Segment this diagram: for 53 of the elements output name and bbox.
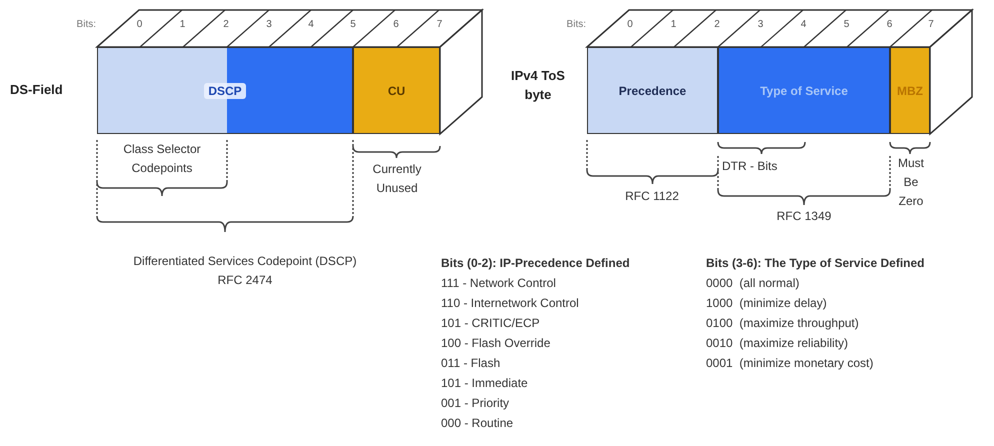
field-name: DSCP bbox=[204, 82, 246, 98]
bits-caption: Bits: bbox=[566, 18, 586, 32]
list-item: 1000 (minimize delay) bbox=[706, 295, 828, 312]
bit-field-segment bbox=[890, 47, 930, 134]
field-name: MBZ bbox=[897, 84, 923, 98]
bit-number: 7 bbox=[436, 18, 444, 32]
bit-number: 5 bbox=[349, 18, 357, 32]
bits-caption: Bits: bbox=[76, 18, 96, 32]
list-item: 0010 (maximize reliability) bbox=[706, 335, 850, 352]
list-item: 001 - Priority bbox=[441, 395, 510, 412]
list-item: 000 - Routine bbox=[441, 415, 514, 432]
bracket-label: Class Selector Codepoints bbox=[122, 141, 202, 177]
list-item: 101 - Immediate bbox=[441, 375, 529, 392]
list-heading: Bits (0-2): IP-Precedence Defined bbox=[441, 255, 631, 272]
rfc-reference: RFC 1349 bbox=[776, 208, 832, 225]
bit-number: 1 bbox=[670, 18, 678, 32]
list-item: 0001 (minimize monetary cost) bbox=[706, 355, 874, 372]
field-name: Type of Service bbox=[760, 84, 848, 98]
bit-number: 3 bbox=[265, 18, 273, 32]
bit-number: 2 bbox=[713, 18, 721, 32]
field-name: Precedence bbox=[618, 84, 686, 98]
bracket-label: Differentiated Services Codepoint (DSCP) bbox=[132, 253, 358, 270]
list-item: 101 - CRITIC/ECP bbox=[441, 315, 541, 332]
list-item: 100 - Flash Override bbox=[441, 335, 552, 352]
bracket-label: DTR - Bits bbox=[722, 158, 778, 175]
bit-number: 4 bbox=[800, 18, 808, 32]
rfc-reference: RFC 1122 bbox=[624, 188, 680, 205]
bit-number: 7 bbox=[927, 18, 935, 32]
bit-number: 6 bbox=[886, 18, 894, 32]
list-item: 111 - Network Control bbox=[441, 275, 557, 292]
rfc-reference: RFC 2474 bbox=[216, 272, 274, 289]
bit-number: 0 bbox=[626, 18, 634, 32]
list-item: 011 - Flash bbox=[441, 355, 502, 372]
bit-number: 1 bbox=[178, 18, 186, 32]
bit-number: 3 bbox=[756, 18, 764, 32]
bit-number: 0 bbox=[136, 18, 144, 32]
bit-field-segment bbox=[97, 47, 353, 134]
bit-field-segment bbox=[353, 47, 440, 134]
bit-field-segment bbox=[587, 47, 718, 134]
bit-number: 6 bbox=[392, 18, 400, 32]
list-heading: Bits (3-6): The Type of Service Defined bbox=[706, 255, 926, 272]
list-item: 0100 (maximize throughput) bbox=[706, 315, 860, 332]
field-title: DS-Field bbox=[10, 81, 64, 99]
field-title: IPv4 ToS byte bbox=[510, 67, 566, 104]
bit-number: 4 bbox=[307, 18, 315, 32]
bracket-label: Must Be Zero bbox=[896, 155, 925, 210]
list-item: 0000 (all normal) bbox=[706, 275, 800, 292]
bit-number: 2 bbox=[222, 18, 230, 32]
bit-number: 5 bbox=[842, 18, 850, 32]
bracket-label: Currently Unused bbox=[372, 161, 422, 197]
bit-field-segment bbox=[718, 47, 890, 134]
field-name: CU bbox=[388, 84, 406, 98]
list-item: 110 - Internetwork Control bbox=[441, 295, 580, 312]
